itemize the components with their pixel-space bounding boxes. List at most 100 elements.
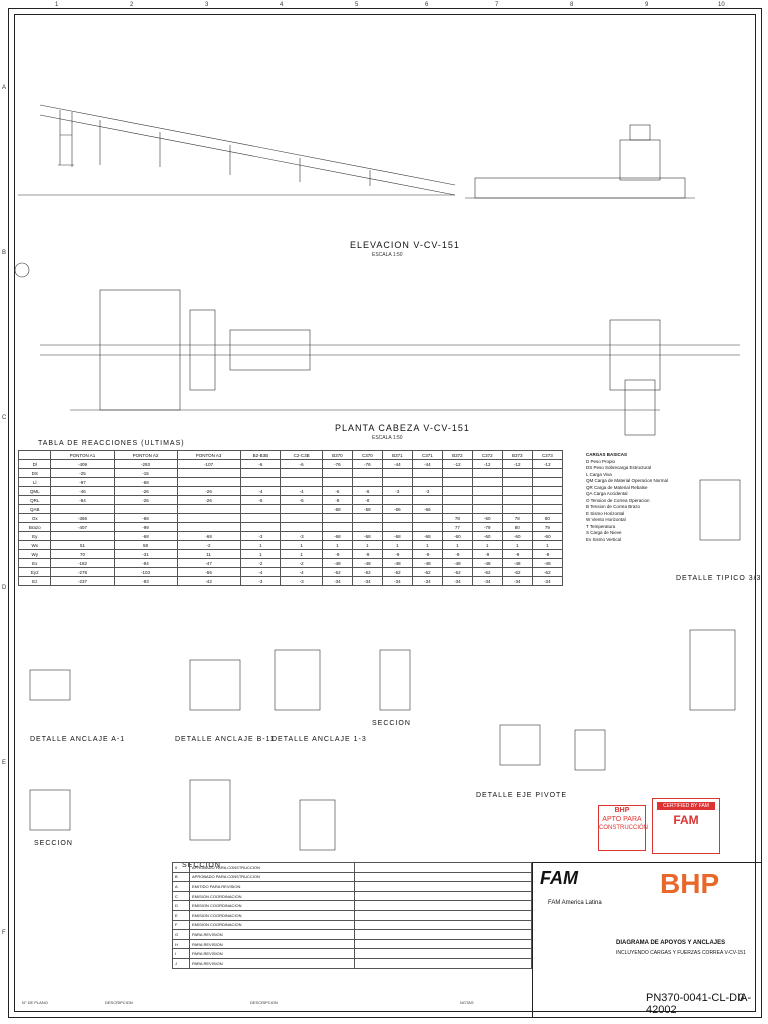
table-cell	[176, 522, 241, 532]
legend-item: Ev Sismo Vertical	[586, 536, 622, 542]
table-row: Ey-68-68-3-3-68-68-68-68-60-60-60-60	[17, 531, 564, 541]
table-header: C370	[351, 450, 384, 460]
detail-e-title: DETALLE EJE PIVOTE	[476, 792, 568, 799]
table-cell: -2	[280, 558, 324, 568]
table-cell: 51	[50, 540, 115, 550]
table-cell: -94	[113, 558, 178, 568]
table-cell: DS	[17, 468, 52, 478]
elevation-right-tower	[619, 139, 661, 181]
table-cell	[280, 468, 324, 478]
table-cell: -2	[176, 540, 241, 550]
detail-e-sketch-2	[574, 729, 606, 771]
table-cell: -62	[411, 567, 443, 577]
table-cell	[501, 477, 533, 487]
table-cell: -4	[239, 567, 282, 577]
table-cell: -76	[351, 459, 384, 469]
plan-tail-module	[609, 319, 661, 391]
table-cell: 79	[531, 522, 564, 532]
plan-title: PLANTA CABEZA V-CV-151	[335, 423, 470, 433]
table-cell: -58	[322, 504, 353, 514]
table-header: B371	[382, 450, 413, 460]
table-cell: 1	[382, 540, 413, 550]
table-cell: -12	[441, 459, 473, 469]
table-cell: -9	[441, 549, 473, 559]
revision-number: 0	[738, 992, 745, 1004]
table-cell: -76	[322, 459, 353, 469]
table-cell	[50, 531, 115, 541]
legend-title: CARGAS BASICAS	[586, 452, 628, 457]
table-cell: 80	[501, 522, 533, 532]
legend-item: W Viento Horizontal	[586, 517, 626, 522]
table-cell: -293	[113, 459, 178, 469]
table-cell	[280, 513, 324, 523]
table-cell: -68	[113, 477, 178, 487]
table-cell	[501, 468, 533, 478]
table-cell: -4	[239, 486, 282, 496]
table-cell: Brazo	[17, 522, 52, 532]
table-cell: -44	[411, 459, 443, 469]
table-cell: -9	[351, 549, 384, 559]
table-cell	[239, 522, 282, 532]
table-cell: -3	[280, 531, 324, 541]
table-cell	[382, 477, 413, 487]
table-header: B372	[441, 450, 473, 460]
table-cell	[280, 477, 324, 487]
table-cell	[531, 504, 564, 514]
table-cell: -12	[531, 459, 564, 469]
company-logo: FAM	[540, 868, 578, 888]
legend-item: E Sismo Horizontal	[586, 510, 625, 516]
table-row: Ll-97-68	[17, 477, 564, 487]
table-cell	[176, 513, 241, 523]
table-cell	[50, 504, 115, 514]
table-cell: -79	[471, 522, 503, 532]
revision-description: PARA REVISION	[189, 929, 355, 940]
plan-pontoon	[99, 289, 181, 411]
table-cell	[471, 495, 503, 505]
table-cell	[280, 504, 324, 514]
table-cell: -34	[382, 576, 413, 586]
table-cell	[531, 468, 564, 478]
table-cell: -48	[411, 558, 443, 568]
table-cell: QAB	[17, 504, 52, 514]
table-header: C373	[531, 450, 564, 460]
table-header: PONTON A3	[176, 450, 241, 460]
table-cell: -48	[501, 558, 533, 568]
table-cell: -6	[351, 486, 384, 496]
revision-code: D	[172, 900, 190, 911]
table-cell: -48	[441, 558, 473, 568]
table-cell: -34	[322, 576, 353, 586]
detail-c-title: DETALLE ANCLAJE 1-3	[272, 736, 367, 743]
section-title: SECCION	[372, 720, 411, 727]
table-cell: -68	[351, 531, 384, 541]
table-cell: -60	[471, 513, 503, 523]
legend-item: O Tension de Correa Operacion	[586, 497, 650, 503]
revision-code: E	[172, 909, 190, 921]
table-cell: -84	[50, 495, 115, 505]
certified-stamp: CERTIFIED BY FAM FAM	[652, 798, 720, 854]
detail-a-sketch	[29, 669, 71, 701]
table-cell: -237	[50, 576, 115, 586]
table-cell	[176, 504, 241, 514]
table-cell	[351, 513, 384, 523]
table-cell	[382, 513, 413, 523]
table-cell: -68	[411, 531, 443, 541]
table-cell	[471, 468, 503, 478]
table-row: Ez-237-93-42-3-3-34-34-34-34-34-34-34-34	[17, 576, 564, 586]
section-lower-title: SECCION	[34, 840, 73, 847]
table-row: QAB-58-58-66-66	[17, 504, 564, 514]
approval-stamp: BHP APTO PARA CONSTRUCCIÓN	[598, 805, 648, 851]
detail-c-sketch	[274, 649, 321, 711]
revision-description: EMISION COORDINACION	[189, 909, 355, 921]
table-cell: Ez	[17, 576, 52, 586]
table-cell: -3	[239, 531, 282, 541]
elevation-title: ELEVACION V-CV-151	[350, 240, 460, 250]
table-cell: -6	[280, 459, 324, 469]
table-cell: -3	[239, 576, 282, 586]
section-sketch	[379, 649, 411, 711]
revision-code: B	[172, 871, 190, 883]
table-cell: -26	[113, 486, 178, 496]
